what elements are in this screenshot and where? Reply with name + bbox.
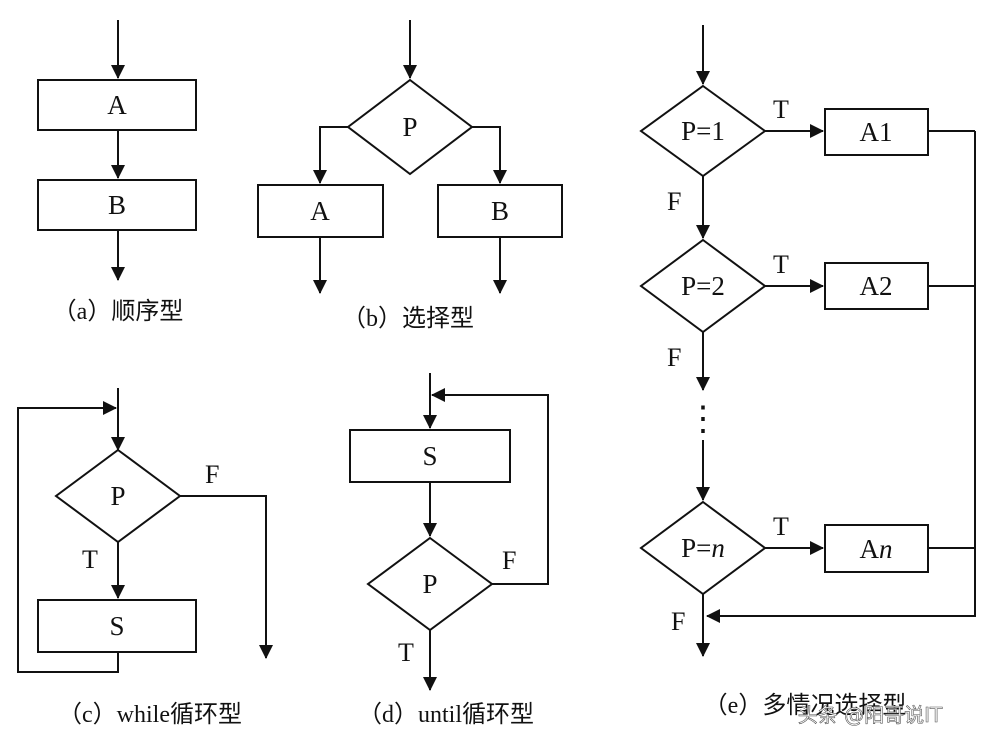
- diagram-d-until: [349, 373, 549, 691]
- e-box-a2-label: A2: [860, 271, 893, 301]
- b-box-b-label: B: [491, 196, 509, 226]
- c-caption: （c）while循环型: [58, 701, 242, 728]
- e-false-label-n: F: [671, 607, 685, 636]
- c-condition-label: P: [110, 481, 125, 511]
- c-false-exit: [180, 495, 273, 659]
- a-box-b-label: B: [108, 190, 126, 220]
- c-true-label: T: [82, 545, 98, 574]
- d-box-s-label: S: [422, 441, 437, 471]
- e-merge-line: [706, 131, 976, 623]
- d-box-s: [349, 429, 511, 483]
- e-ellipsis: ⋮: [686, 401, 720, 438]
- d-false-label: F: [502, 546, 516, 575]
- e-box-a1-label: A1: [860, 117, 893, 147]
- e-box-an-label: An: [860, 534, 893, 564]
- e-condition-n-label: P=n: [681, 533, 725, 563]
- b-condition-label: P: [402, 112, 417, 142]
- a-box-b: [37, 179, 197, 231]
- c-box-s-label: S: [109, 611, 124, 641]
- e-false-label-1: F: [667, 187, 681, 216]
- b-box-b: [437, 184, 563, 238]
- e-condition-2-label: P=2: [681, 271, 725, 301]
- b-decision-diamond: [346, 78, 474, 176]
- e-true-label-n: T: [773, 512, 789, 541]
- c-loop-back: [17, 401, 119, 673]
- d-loop-back: [431, 388, 549, 585]
- watermark-text: 头条 @阳哥说IT: [798, 703, 943, 727]
- b-right-branch: [472, 126, 507, 184]
- b-box-a: [257, 184, 384, 238]
- e-caption: （e）多情况选择型: [704, 692, 907, 719]
- diagram-a-sequence: [37, 20, 197, 281]
- b-left-branch: [313, 126, 348, 184]
- b-box-a-label: A: [310, 196, 330, 226]
- e-true-label-1: T: [773, 95, 789, 124]
- b-caption: （b）选择型: [342, 305, 474, 332]
- diagram-e-multicase: [639, 25, 976, 657]
- d-condition-label: P: [422, 569, 437, 599]
- c-false-label: F: [205, 460, 219, 489]
- e-true-label-2: T: [773, 250, 789, 279]
- a-caption: （a）顺序型: [53, 298, 184, 325]
- e-condition-1-label: P=1: [681, 116, 725, 146]
- a-box-a-label: A: [107, 90, 127, 120]
- d-caption: （d）until循环型: [358, 701, 534, 728]
- e-false-label-2: F: [667, 343, 681, 372]
- e-box-a2: [824, 262, 929, 310]
- d-true-label: T: [398, 638, 414, 667]
- diagram-b-selection: [257, 20, 563, 294]
- diagram-c-while: [17, 388, 273, 673]
